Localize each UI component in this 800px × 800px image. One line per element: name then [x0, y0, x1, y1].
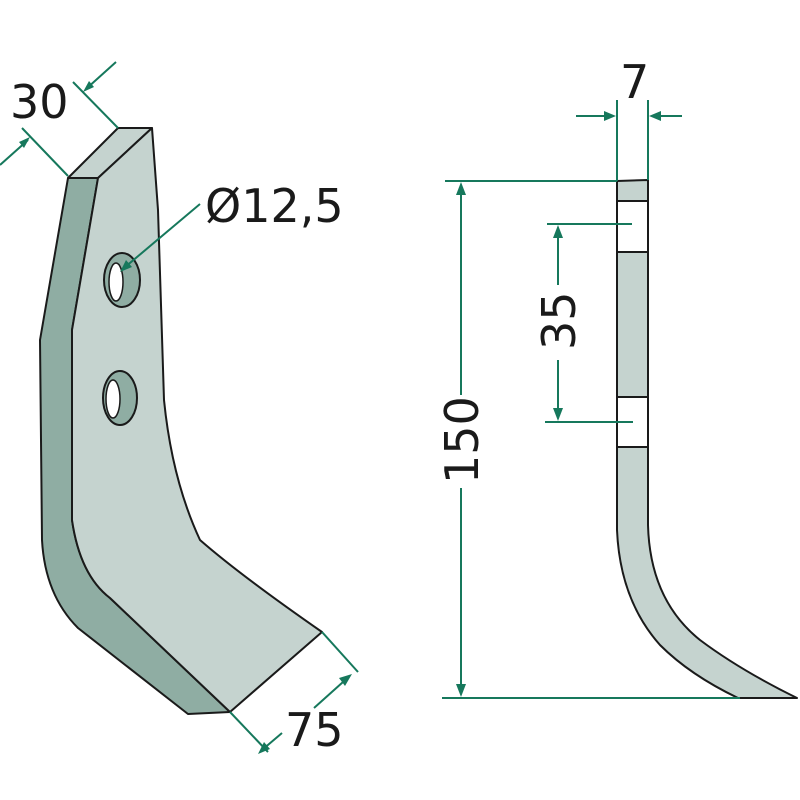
dimension-hole-diameter: [120, 203, 201, 272]
dimension-label-30: 30: [10, 75, 69, 129]
dimension-label-hole-diameter: Ø12,5: [205, 179, 344, 233]
blade-perspective-view: [39, 127, 323, 715]
dimension-7: [576, 100, 682, 181]
dimension-label-7: 7: [620, 55, 649, 109]
mounting-hole-lower: [102, 370, 138, 426]
dimension-150: [442, 180, 740, 699]
dimension-label-150: 150: [435, 396, 489, 484]
dimension-30: [0, 61, 119, 177]
blade-side-profile: [616, 179, 798, 699]
dimension-label-75: 75: [285, 703, 344, 757]
mounting-hole-upper: [103, 252, 141, 308]
dimension-35: [545, 223, 633, 423]
dimension-75: [229, 631, 359, 754]
profile-hole-upper: [616, 200, 649, 253]
dimension-label-35: 35: [532, 291, 586, 350]
